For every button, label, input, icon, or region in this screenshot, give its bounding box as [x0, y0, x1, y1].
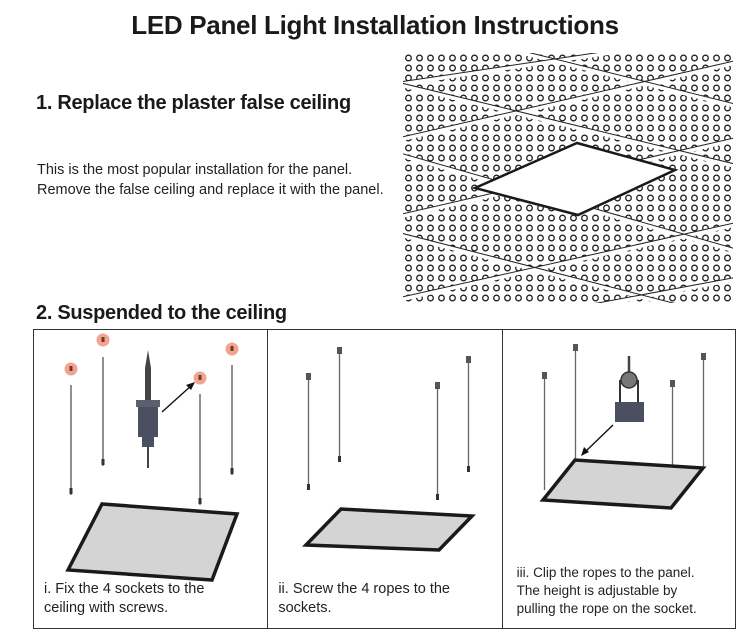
led-panel-icon — [302, 507, 477, 552]
arrow-icon — [161, 382, 195, 413]
pulley-clip-icon — [614, 356, 644, 422]
rope-icon — [543, 351, 704, 490]
section-1-body: This is the most popular installation fo… — [37, 162, 384, 198]
ropes-panel-illustration — [302, 347, 477, 552]
arrow-icon — [580, 424, 614, 456]
section-2-heading: 2. Suspended to the ceiling — [36, 302, 287, 324]
ceiling-grid-illustration — [403, 53, 733, 303]
socket-highlight-icon — [64, 333, 239, 385]
socket-icon — [541, 344, 706, 387]
step-2-caption: ii. Screw the 4 ropes to the sockets. — [278, 581, 450, 616]
rope-icon — [70, 357, 233, 505]
step-3-caption: iii. Clip the ropes to the panel. The he… — [516, 565, 697, 616]
step-2-cell: ii. Screw the 4 ropes to the sockets. — [267, 330, 501, 628]
page-title: LED Panel Light Installation Instruction… — [131, 10, 619, 40]
sockets-screw-panel-illustration — [64, 333, 240, 582]
step-1-caption: i. Fix the 4 sockets to the ceiling with… — [44, 581, 205, 616]
led-panel-icon — [539, 458, 707, 510]
socket-icon — [306, 347, 472, 389]
step-3-cell: iii. Clip the ropes to the panel. The he… — [501, 330, 735, 628]
rope-icon — [308, 354, 470, 500]
led-panel-icon — [65, 502, 240, 582]
steps-table: i. Fix the 4 sockets to the ceiling with… — [33, 329, 736, 629]
step-1-cell: i. Fix the 4 sockets to the ceiling with… — [34, 330, 267, 628]
clip-hanging-panel-illustration — [539, 344, 707, 510]
section-1-heading: 1. Replace the plaster false ceiling — [36, 92, 351, 114]
ceiling-panel-opening — [471, 141, 679, 217]
screw-socket-icon — [136, 350, 160, 468]
